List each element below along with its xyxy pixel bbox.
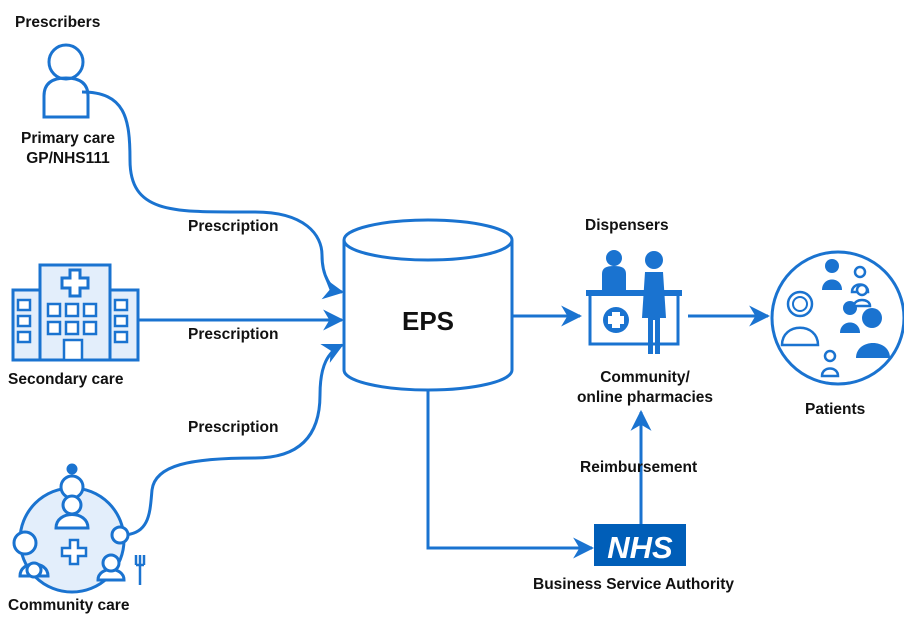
secondary-care-label: Secondary care bbox=[8, 371, 124, 388]
arrow-primary-to-eps bbox=[81, 90, 345, 300]
prescribers-label: Prescribers bbox=[15, 14, 101, 31]
pharmacies-label-line2: online pharmacies bbox=[576, 389, 714, 406]
hospital-building-icon bbox=[11, 263, 140, 362]
database-cylinder-icon: EPS bbox=[342, 218, 514, 392]
pharmacy-counter-icon bbox=[586, 250, 682, 354]
patients-label: Patients bbox=[805, 401, 866, 418]
patients-group-icon bbox=[770, 250, 904, 386]
prescription-label-community: Prescription bbox=[188, 419, 279, 436]
primary-care-label-line2: GP/NHS111 bbox=[26, 150, 110, 167]
person-outline-icon bbox=[42, 43, 90, 119]
arrow-eps-to-nhs bbox=[426, 390, 595, 559]
nhs-logo-text: NHS bbox=[607, 530, 673, 565]
community-care-label: Community care bbox=[8, 597, 130, 614]
dispensers-label: Dispensers bbox=[585, 217, 669, 234]
pharmacies-label-line1: Community/ bbox=[600, 369, 690, 386]
arrow-community-to-eps bbox=[121, 343, 344, 537]
prescription-label-secondary: Prescription bbox=[188, 326, 279, 343]
nhs-logo: NHS bbox=[594, 524, 686, 566]
primary-care-label-line1: Primary care bbox=[21, 130, 115, 147]
eps-label: EPS bbox=[402, 306, 454, 336]
prescription-label-primary: Prescription bbox=[188, 218, 279, 235]
reimbursement-label: Reimbursement bbox=[580, 459, 698, 476]
connectors bbox=[81, 90, 771, 559]
community-care-circle-icon bbox=[12, 463, 146, 594]
business-service-authority-label: Business Service Authority bbox=[533, 576, 734, 593]
